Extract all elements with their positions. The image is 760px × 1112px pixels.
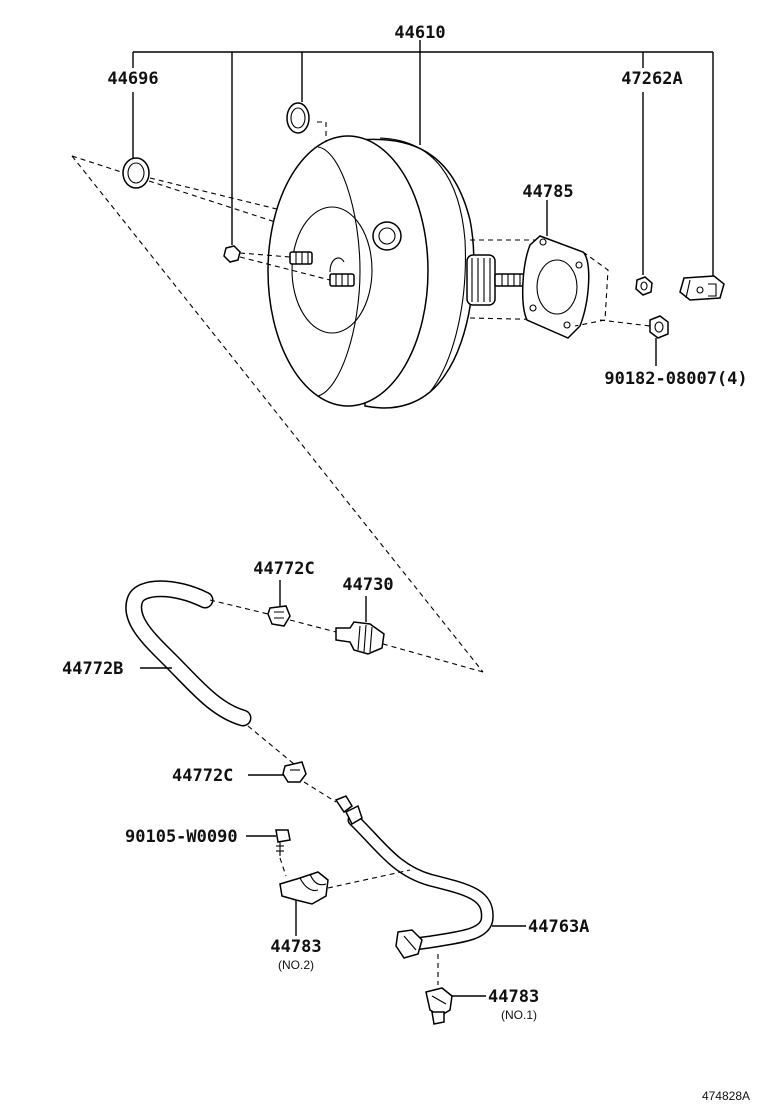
figure-reference-number: 474828A: [702, 1089, 750, 1103]
brake-booster-44610: [267, 135, 651, 409]
gasket-44785: [521, 200, 609, 339]
label-90182-08007: 90182-08007(4): [604, 369, 747, 389]
label-44772b: 44772B: [62, 659, 123, 679]
label-90105-w0090: 90105-W0090: [125, 827, 238, 847]
nut-small: [635, 276, 653, 296]
bracket-44783-no2: [279, 869, 411, 936]
clip-44772c-top: [209, 580, 337, 633]
label-44610: 44610: [394, 23, 445, 43]
label-44772c-top: 44772C: [253, 559, 314, 579]
hose-assembly-44763a: [334, 795, 526, 959]
bracket-44783-no1: [425, 954, 486, 1025]
label-44783-no1-sub: (NO.1): [501, 1008, 537, 1022]
label-44783-no1: 44783: [488, 987, 539, 1007]
check-valve-44730: [335, 596, 385, 655]
o-ring: [286, 102, 327, 265]
nut-90182-08007: [649, 315, 669, 366]
clevis-47262a: [679, 275, 725, 301]
label-44763a: 44763A: [528, 917, 589, 937]
label-47262a: 47262A: [621, 69, 682, 89]
label-44772c-mid: 44772C: [172, 766, 233, 786]
hose-44772b: [125, 580, 252, 727]
front-studs: [223, 245, 355, 287]
connection-reference-lines: [71, 155, 484, 673]
label-44783-no2: 44783: [270, 937, 321, 957]
assembly-bracket-44610: [132, 40, 714, 278]
label-44696: 44696: [107, 69, 158, 89]
bolt-90105-w0090: [246, 829, 291, 877]
clip-44772c-mid: [247, 725, 337, 803]
label-44785: 44785: [522, 182, 573, 202]
label-44783-no2-sub: (NO.2): [278, 958, 314, 972]
label-44730: 44730: [342, 575, 393, 595]
